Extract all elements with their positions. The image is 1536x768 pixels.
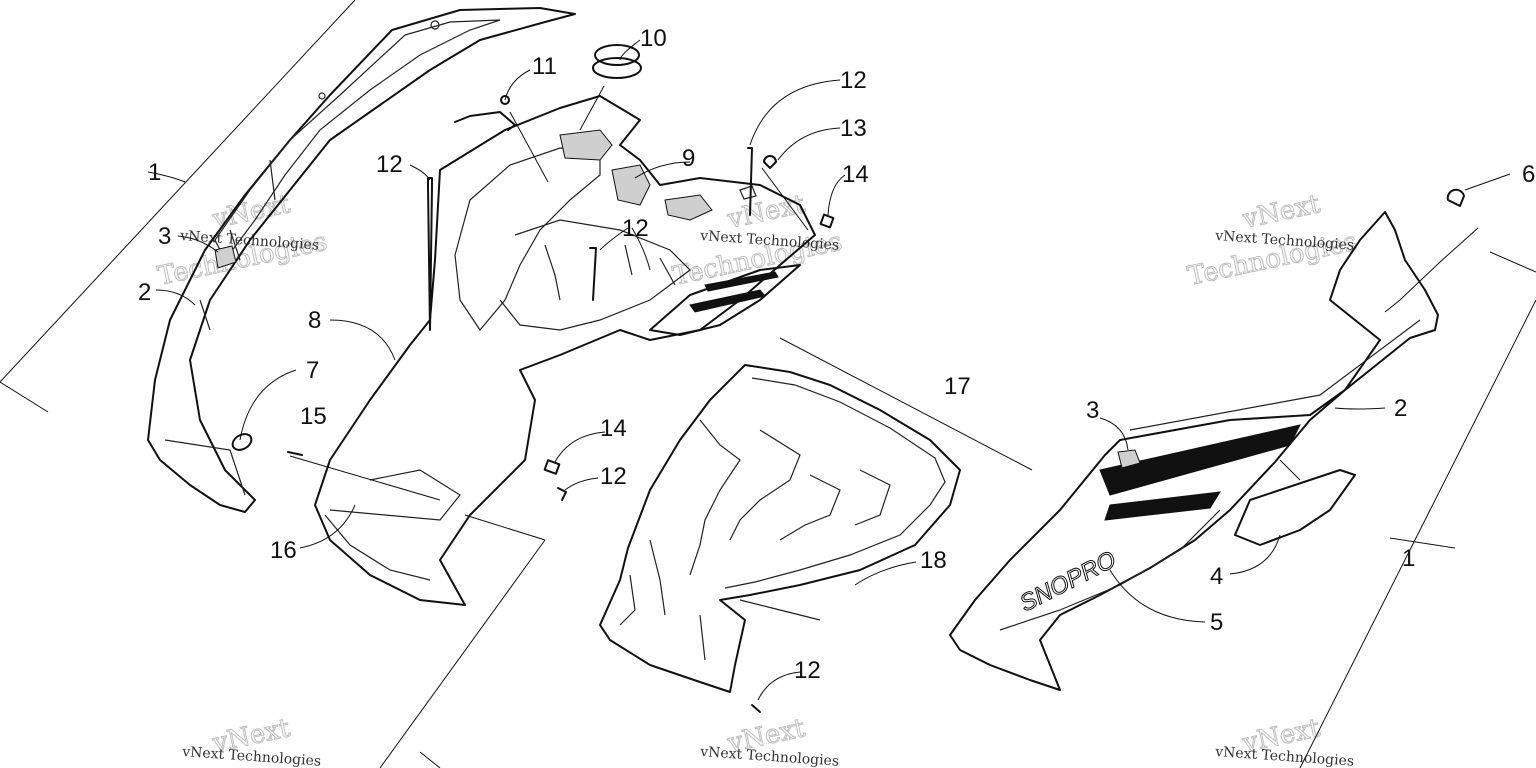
svg-text:vNext: vNext — [1239, 189, 1323, 235]
left-side-panel-part — [147, 7, 576, 513]
callout-6: 6 — [1522, 161, 1535, 188]
callout-1-left: 1 — [148, 159, 161, 186]
callout-12-c: 12 — [622, 215, 649, 242]
hardware — [214, 44, 1465, 713]
watermark-bottom-right: vNext vNext Technologies — [1214, 713, 1355, 768]
callout-13: 13 — [840, 115, 867, 142]
svg-text:vNext: vNext — [724, 189, 808, 235]
callout-labels: 1 2 3 7 8 9 10 11 12 12 12 12 12 13 14 1… — [138, 25, 1535, 684]
callout-14-a: 14 — [842, 161, 869, 188]
watermark-bottom-center: vNext vNext Technologies — [699, 713, 840, 768]
callout-3-left: 3 — [158, 223, 171, 250]
callout-10: 10 — [640, 25, 667, 52]
callout-12-b: 12 — [840, 67, 867, 94]
callout-18: 18 — [920, 547, 947, 574]
callout-1-right: 1 — [1402, 545, 1415, 572]
watermark-bottom-left: vNext vNext Technologies — [181, 713, 322, 768]
leader-lines — [147, 39, 1511, 701]
callout-14-b: 14 — [600, 415, 627, 442]
callout-7: 7 — [306, 357, 319, 384]
front-hood-part — [314, 95, 816, 606]
callout-17: 17 — [944, 373, 971, 400]
callout-4: 4 — [1210, 563, 1223, 590]
callout-15: 15 — [300, 403, 327, 430]
watermark-top-right: vNext Technologies vNext Technologies — [1185, 189, 1361, 293]
callout-12-d: 12 — [600, 463, 627, 490]
callout-2-left: 2 — [138, 279, 151, 306]
callout-2-right: 2 — [1394, 395, 1407, 422]
callout-8: 8 — [308, 307, 321, 334]
callout-9: 9 — [682, 145, 695, 172]
watermark-top-left: vNext Technologies vNext Technologies — [155, 189, 331, 293]
callout-16: 16 — [270, 537, 297, 564]
callout-12-e: 12 — [794, 657, 821, 684]
callout-5: 5 — [1210, 609, 1223, 636]
callout-3-right: 3 — [1086, 397, 1099, 424]
callout-12-a: 12 — [376, 151, 403, 178]
belly-pan-part — [599, 364, 961, 693]
callout-11: 11 — [532, 53, 557, 80]
